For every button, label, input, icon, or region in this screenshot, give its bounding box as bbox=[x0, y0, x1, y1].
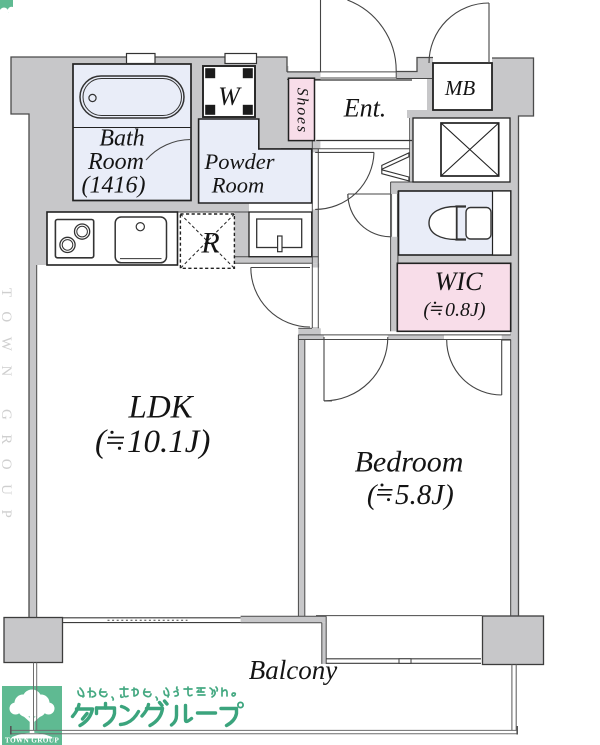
svg-text:Room: Room bbox=[87, 149, 144, 175]
svg-text:W: W bbox=[218, 82, 242, 111]
svg-text:MB: MB bbox=[444, 76, 475, 100]
svg-text:5.8J): 5.8J) bbox=[395, 479, 454, 511]
svg-text:(: ( bbox=[423, 299, 431, 321]
svg-text:Room: Room bbox=[211, 172, 265, 197]
svg-text:(1416): (1416) bbox=[82, 173, 146, 199]
svg-text:Ent.: Ent. bbox=[343, 94, 387, 123]
svg-text:10.1J): 10.1J) bbox=[127, 424, 210, 460]
svg-text:(: ( bbox=[95, 424, 108, 460]
svg-text:0.8J): 0.8J) bbox=[445, 299, 486, 321]
svg-text:Bath: Bath bbox=[99, 126, 144, 152]
svg-text:TOWN GROUP: TOWN GROUP bbox=[5, 736, 59, 745]
svg-text:WIC: WIC bbox=[435, 267, 483, 296]
svg-text:TOWN GROUP: TOWN GROUP bbox=[0, 288, 14, 532]
svg-text:Balcony: Balcony bbox=[249, 655, 337, 685]
svg-text:(: ( bbox=[367, 479, 379, 511]
svg-text:R: R bbox=[200, 227, 219, 260]
svg-text:LDK: LDK bbox=[127, 390, 194, 426]
svg-text:Shoes: Shoes bbox=[294, 88, 311, 134]
svg-text:Powder: Powder bbox=[204, 149, 275, 174]
svg-text:Bedroom: Bedroom bbox=[355, 446, 464, 479]
